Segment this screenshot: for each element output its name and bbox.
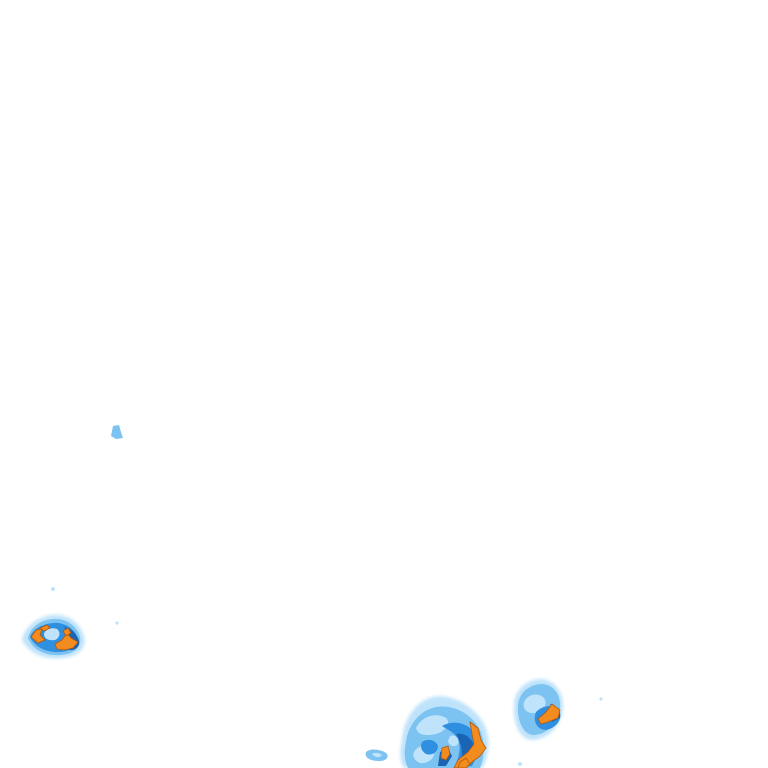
speckle-far-west (51, 425, 603, 766)
cell-west (22, 614, 85, 659)
cell-south-center (400, 696, 489, 768)
cell-south-east (513, 679, 564, 741)
cell-fragment-south (365, 749, 388, 761)
